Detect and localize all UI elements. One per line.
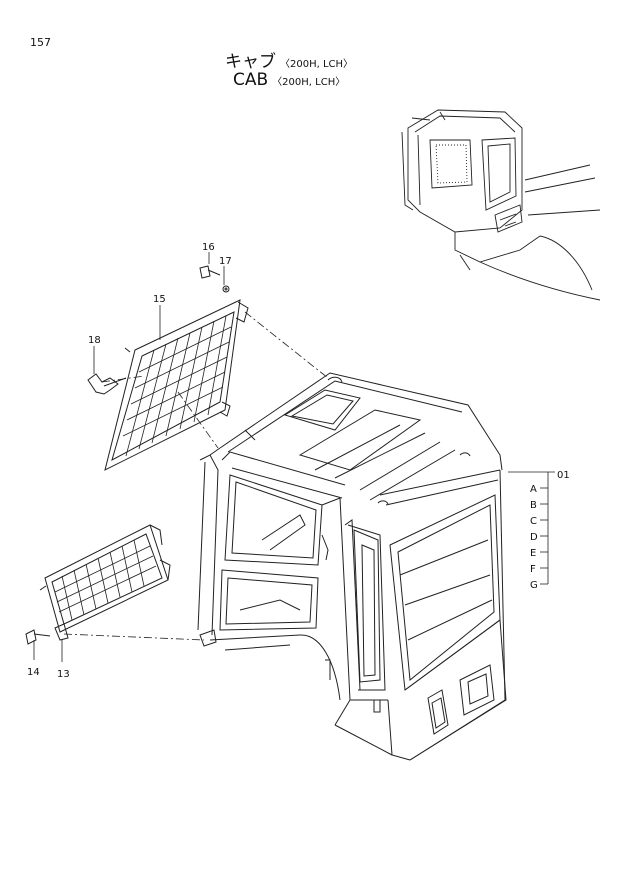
callout-16: 16 xyxy=(202,242,215,253)
callout-15: 15 xyxy=(153,294,166,305)
title-jp-text: キャブ xyxy=(225,52,276,72)
callout-14: 14 xyxy=(27,667,40,678)
callout-17: 17 xyxy=(219,256,232,267)
callout-01: 01 xyxy=(557,470,570,481)
cab-assembly xyxy=(197,372,507,761)
wing-bolt-18 xyxy=(87,373,127,395)
variant-a: A xyxy=(530,484,537,495)
variant-f: F xyxy=(530,564,536,575)
variant-e: E xyxy=(530,548,536,559)
variant-b: B xyxy=(530,500,537,511)
title-jp-model: 〈200H, LCH〉 xyxy=(280,59,354,70)
variant-g: G xyxy=(530,580,538,591)
title-japanese: キャブ〈200H, LCH〉 xyxy=(225,47,353,72)
bolt-16 xyxy=(199,265,221,279)
callout-labels: 16 17 15 18 14 13 01 A B C D E F G xyxy=(27,242,570,680)
upper-guard-screen xyxy=(104,299,249,471)
leader-lines xyxy=(33,252,555,662)
title-en-text: CAB xyxy=(233,70,269,90)
reference-machine-view xyxy=(401,109,601,301)
washer-17 xyxy=(222,285,230,293)
lower-guard-screen xyxy=(39,524,171,641)
variant-bracket xyxy=(540,472,549,585)
variant-d: D xyxy=(530,532,538,543)
title-en-model: 〈200H, LCH〉 xyxy=(272,77,346,88)
page-number: 157 xyxy=(30,36,51,49)
phantom-lines xyxy=(63,311,329,641)
variant-c: C xyxy=(530,516,537,527)
bolt-14 xyxy=(25,629,51,645)
title-english: CAB〈200H, LCH〉 xyxy=(233,70,345,90)
callout-13: 13 xyxy=(57,669,70,680)
callout-18: 18 xyxy=(88,335,101,346)
